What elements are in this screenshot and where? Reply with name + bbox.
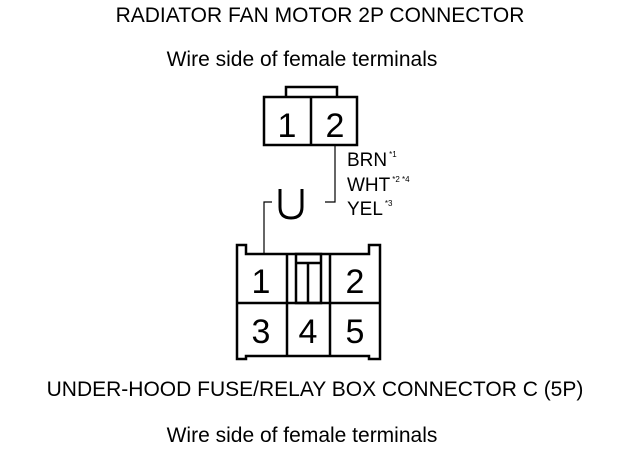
bottom-pin-2: 2 (346, 263, 365, 301)
connector-housing (235, 243, 382, 361)
fuse-relay-box-connector-title: UNDER-HOOD FUSE/RELAY BOX CONNECTOR C (5… (46, 378, 584, 401)
wire-label-brn: BRN*1 (347, 150, 397, 171)
wire-label-wht: WHT*2 *4 (347, 175, 410, 196)
top-pin-1: 1 (278, 107, 297, 145)
bottom-pin-3: 3 (252, 313, 271, 351)
bottom-pin-4: 4 (299, 313, 318, 351)
wire-leads (263, 145, 336, 254)
wire-from-pin-2 (325, 145, 336, 203)
under-hood-fuse-relay-box-connector-c (235, 243, 382, 361)
bottom-pin-5: 5 (346, 313, 365, 351)
top-pin-2: 2 (326, 107, 345, 145)
fuse-relay-box-connector-subtitle: Wire side of female terminals (166, 424, 438, 447)
radiator-fan-connector-title: RADIATOR FAN MOTOR 2P CONNECTOR (115, 4, 525, 27)
wire-to-pin-1 (263, 201, 272, 254)
radiator-fan-motor-2p-connector (262, 85, 359, 147)
wire-label-yel: YEL*3 (347, 199, 393, 220)
jumper-u-icon (278, 189, 304, 220)
connector-latch-tab (284, 85, 339, 98)
radiator-fan-connector-subtitle: Wire side of female terminals (166, 48, 438, 71)
bottom-pin-1: 1 (252, 263, 271, 301)
